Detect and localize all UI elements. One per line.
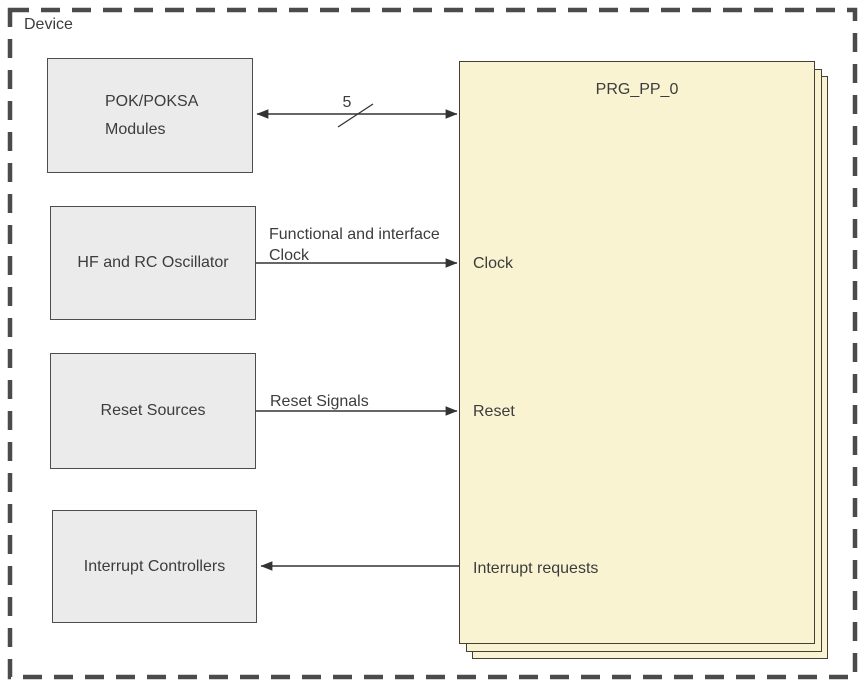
block-interrupt-controllers: Interrupt Controllers bbox=[52, 510, 257, 623]
block-label: HF and RC Oscillator bbox=[77, 254, 229, 271]
block-label-line: POK/POKSA bbox=[105, 92, 199, 110]
clock-signal-label-line: Clock bbox=[269, 247, 310, 264]
clock-signal-label: Functional and interface Clock bbox=[269, 224, 440, 266]
block-hf-rc-oscillator: HF and RC Oscillator bbox=[50, 206, 256, 320]
block-pok-poksa-modules: POK/POKSA Modules bbox=[47, 58, 253, 173]
port-label-interrupt-requests: Interrupt requests bbox=[473, 560, 599, 577]
prg-title: PRG_PP_0 bbox=[595, 81, 679, 98]
block-label-group: POK/POKSA Modules bbox=[48, 88, 198, 144]
device-label: Device bbox=[24, 16, 73, 33]
block-label-line: Modules bbox=[105, 120, 166, 138]
port-label-clock: Clock bbox=[473, 255, 514, 272]
bus-width-label: 5 bbox=[342, 94, 352, 111]
block-prg-pp-0: PRG_PP_0 bbox=[459, 61, 815, 644]
device-boundary-dashed-border bbox=[7, 7, 858, 680]
block-reset-sources: Reset Sources bbox=[50, 353, 256, 469]
block-label: Reset Sources bbox=[100, 402, 206, 419]
port-label-reset: Reset bbox=[473, 403, 515, 420]
reset-signal-label: Reset Signals bbox=[270, 393, 369, 410]
block-label: Interrupt Controllers bbox=[83, 557, 226, 575]
clock-signal-label-line: Functional and interface bbox=[269, 226, 440, 243]
bus-width-slash bbox=[337, 103, 374, 128]
